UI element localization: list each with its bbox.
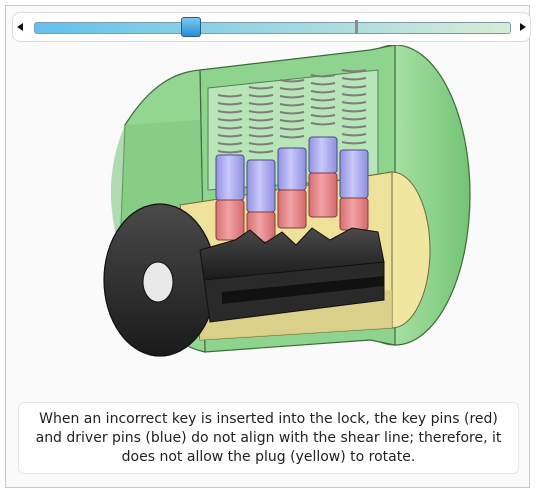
caption-box: When an incorrect key is inserted into t… bbox=[18, 402, 519, 474]
springs bbox=[217, 69, 367, 154]
lock-cutaway-illustration bbox=[103, 45, 471, 357]
slider-handle[interactable] bbox=[181, 17, 202, 37]
key-pins bbox=[215, 172, 369, 243]
caption-text: When an incorrect key is inserted into t… bbox=[35, 410, 502, 465]
triangle-left-icon[interactable] bbox=[15, 21, 25, 33]
key bbox=[103, 203, 385, 357]
triangle-right-icon[interactable] bbox=[518, 21, 528, 33]
slider-track[interactable] bbox=[34, 22, 511, 34]
animation-slider bbox=[12, 12, 531, 42]
driver-pins bbox=[215, 136, 369, 213]
slider-marker bbox=[354, 20, 358, 34]
